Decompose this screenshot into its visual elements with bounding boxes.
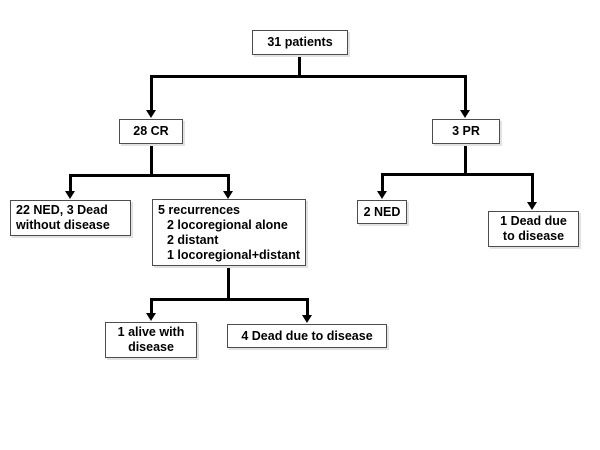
arrowhead-cr-to-recurrences: [223, 191, 233, 199]
connector-cr-to-recurrences: [227, 174, 230, 192]
arrowhead-pr-to-ned2: [377, 191, 387, 199]
arrowhead-recurrences-to-dead4: [302, 315, 312, 323]
connector-pr-to-ned2: [381, 173, 384, 192]
arrowhead-root-to-cr: [146, 110, 156, 118]
node-total-patients-line-1: 31 patients: [267, 35, 333, 49]
node-dead-due-to-disease-cr-line-1: 4 Dead due to disease: [241, 328, 373, 343]
connector-recurrences-to-alive: [150, 298, 153, 314]
connector-root-to-pr: [464, 75, 467, 111]
connector-cr-to-ned: [69, 174, 72, 192]
node-recurrences: 5 recurrences 2 locoregional alone 2 dis…: [152, 199, 306, 266]
arrowhead-root-to-pr: [460, 110, 470, 118]
connector-root-to-cr: [150, 75, 153, 111]
connector-cr-stem: [150, 143, 153, 177]
node-alive-with-disease-line-2: disease: [128, 340, 174, 354]
connector-recurrences-to-dead4: [306, 298, 309, 316]
connector-root-bus: [150, 75, 467, 78]
connector-recurrences-bus: [150, 298, 309, 301]
arrowhead-recurrences-to-alive: [146, 313, 156, 321]
node-recurrences-line-1: 5 recurrences: [158, 202, 241, 217]
arrowhead-cr-to-ned: [65, 191, 75, 199]
node-dead-due-to-disease-pr-line-2: to disease: [502, 229, 565, 243]
node-partial-response-line-1: 3 PR: [452, 124, 480, 138]
node-recurrences-line-2: 2 locoregional alone: [167, 217, 288, 232]
node-dead-due-to-disease-pr-line-1: 1 Dead due: [500, 214, 567, 228]
node-partial-response: 3 PR: [432, 119, 500, 144]
connector-pr-stem: [464, 143, 467, 176]
node-ned-and-dead-without-disease: 22 NED, 3 Dead without disease: [10, 200, 131, 236]
node-complete-response: 28 CR: [119, 119, 183, 144]
node-ned-partial-response-line-1: 2 NED: [363, 204, 401, 219]
node-complete-response-line-1: 28 CR: [133, 124, 169, 138]
connector-recurrences-stem: [227, 265, 230, 300]
connector-root-stem: [298, 54, 301, 78]
node-alive-with-disease-line-1: 1 alive with: [117, 325, 185, 339]
node-recurrences-line-4: 1 locoregional+distant: [167, 247, 301, 262]
connector-pr-bus: [381, 173, 534, 176]
connector-pr-to-dead1: [531, 173, 534, 203]
node-total-patients: 31 patients: [252, 30, 348, 55]
node-dead-due-to-disease-pr: 1 Dead due to disease: [488, 211, 579, 247]
connector-cr-bus: [69, 174, 230, 177]
arrowhead-pr-to-dead1: [527, 202, 537, 210]
node-ned-partial-response: 2 NED: [357, 200, 407, 224]
node-alive-with-disease: 1 alive with disease: [105, 322, 197, 358]
node-dead-due-to-disease-cr: 4 Dead due to disease: [227, 324, 387, 348]
node-recurrences-line-3: 2 distant: [167, 232, 219, 247]
node-ned-and-dead-without-disease-line-2: without disease: [16, 218, 110, 232]
node-ned-and-dead-without-disease-line-1: 22 NED, 3 Dead: [16, 203, 108, 217]
